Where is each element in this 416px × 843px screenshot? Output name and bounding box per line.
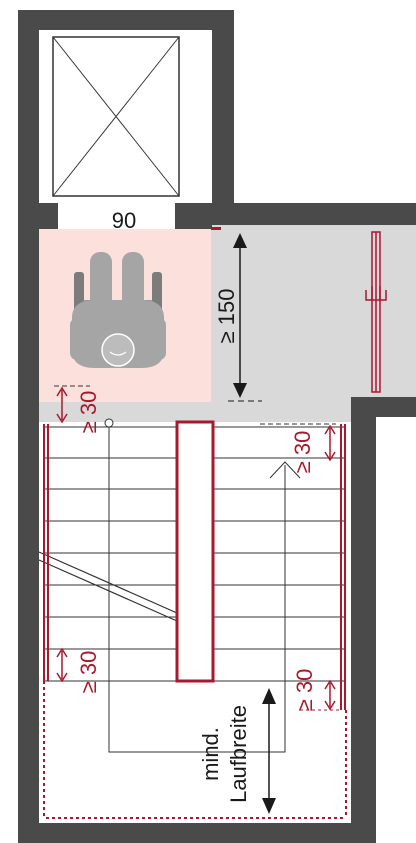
clearance-right-bottom-dimension bbox=[300, 679, 340, 711]
stair-width-label-line1: mind. bbox=[198, 727, 223, 781]
clearance-left-top-dimension bbox=[54, 385, 90, 424]
clearance-right-bottom-label: ≥ 30 bbox=[292, 669, 317, 712]
stair-eye bbox=[175, 420, 215, 683]
walking-line-start-icon bbox=[104, 418, 114, 428]
walking-line bbox=[108, 425, 301, 753]
clearance-left-top-label: ≥ 30 bbox=[76, 391, 101, 434]
stair-width-dimension bbox=[262, 688, 276, 814]
handrail bbox=[43, 424, 346, 710]
clearance-right-top-label: ≥ 30 bbox=[290, 431, 315, 474]
section-cut-line bbox=[38, 551, 178, 622]
wheelchair-user-icon bbox=[70, 252, 166, 368]
stair-width-label-line2: Laufbreite bbox=[226, 705, 251, 803]
walls bbox=[18, 10, 416, 843]
handrail-extension bbox=[43, 681, 347, 819]
elevator-door-width-label: 90 bbox=[112, 208, 136, 233]
door-icon bbox=[365, 231, 387, 393]
elevator-shaft-icon bbox=[39, 30, 212, 205]
clearance-left-bottom-label: ≥ 30 bbox=[76, 651, 101, 694]
wheelchair-area-marker bbox=[211, 227, 221, 230]
clearance-left-bottom-dimension bbox=[45, 647, 120, 683]
landing-depth-label: ≥ 150 bbox=[214, 289, 239, 344]
clearance-right-top-dimension bbox=[260, 423, 336, 462]
landing-depth-dimension bbox=[228, 233, 262, 402]
elevator-door-opening bbox=[58, 203, 175, 229]
elevator-wall bbox=[39, 203, 212, 229]
